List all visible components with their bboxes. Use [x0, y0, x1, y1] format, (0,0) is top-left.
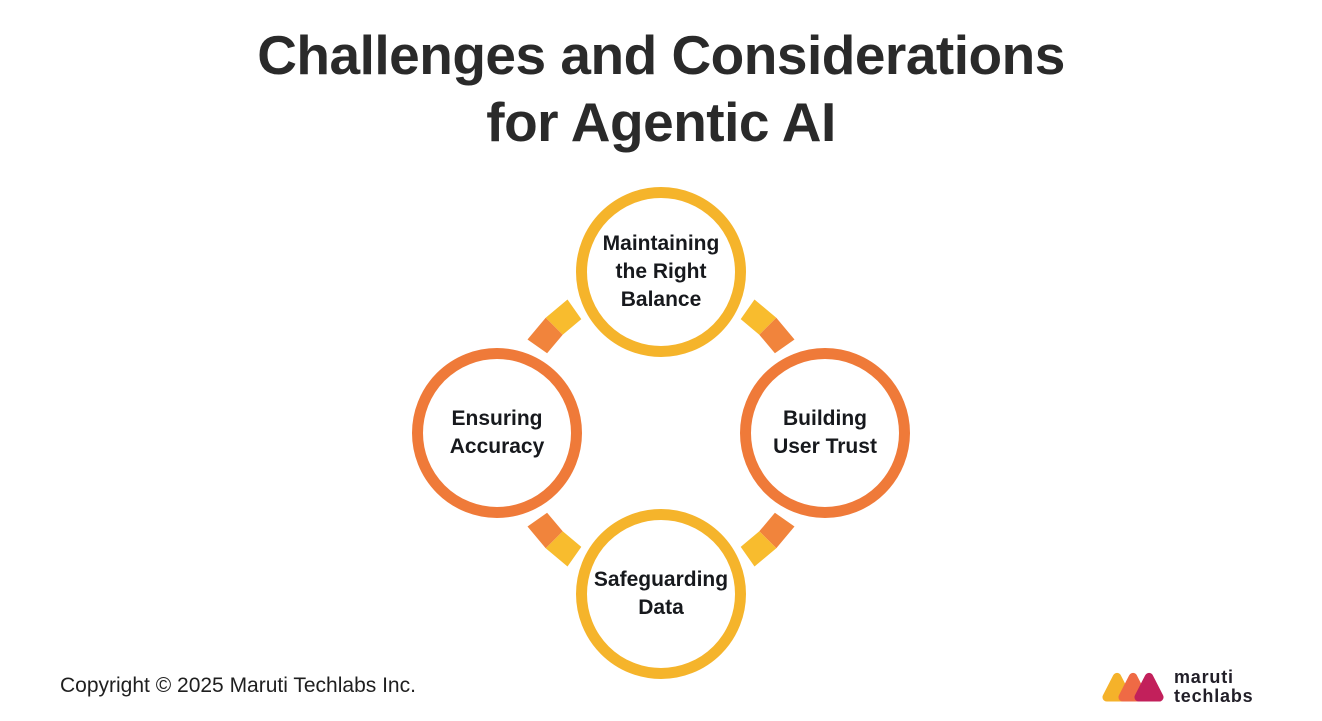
node-label-safeguarding-data: Safeguarding Data — [593, 568, 729, 619]
connector-top-left-yellow-segment — [545, 299, 582, 335]
connector-top-left-orange-segment — [527, 317, 563, 354]
connector-bottom-right-orange-segment — [759, 512, 795, 549]
page-title: Challenges and Considerations for Agenti… — [257, 24, 1065, 154]
logo-word-maruti: maruti — [1174, 667, 1234, 687]
node-building-user-trust: Building User Trust — [740, 348, 910, 518]
connector-bottom-left-yellow-segment — [545, 531, 582, 567]
node-label-building-user-trust: Building User Trust — [773, 407, 877, 458]
logo-triangle-magenta-icon — [1134, 672, 1164, 702]
node-label-ensuring-accuracy: Ensuring Accuracy — [449, 407, 545, 458]
node-label-maintaining-the-right-balance: Maintaining the Right Balance — [602, 232, 720, 311]
maruti-techlabs-logo: maruti techlabs — [1101, 668, 1253, 706]
logo-wordmark: maruti techlabs — [1174, 668, 1253, 706]
logo-mark-icon — [1102, 672, 1164, 702]
node-maintaining-the-right-balance: Maintaining the Right Balance — [576, 187, 746, 357]
copyright-text: Copyright © 2025 Maruti Techlabs Inc. — [60, 674, 416, 697]
connector-top-right-yellow-segment — [740, 299, 777, 335]
node-safeguarding-data: Safeguarding Data — [576, 509, 746, 679]
node-ensuring-accuracy: Ensuring Accuracy — [412, 348, 582, 518]
connector-bottom-left-orange-segment — [527, 512, 563, 549]
logo-word-techlabs: techlabs — [1174, 686, 1254, 706]
connector-bottom-right-yellow-segment — [740, 531, 777, 567]
connector-top-right-orange-segment — [759, 317, 795, 354]
